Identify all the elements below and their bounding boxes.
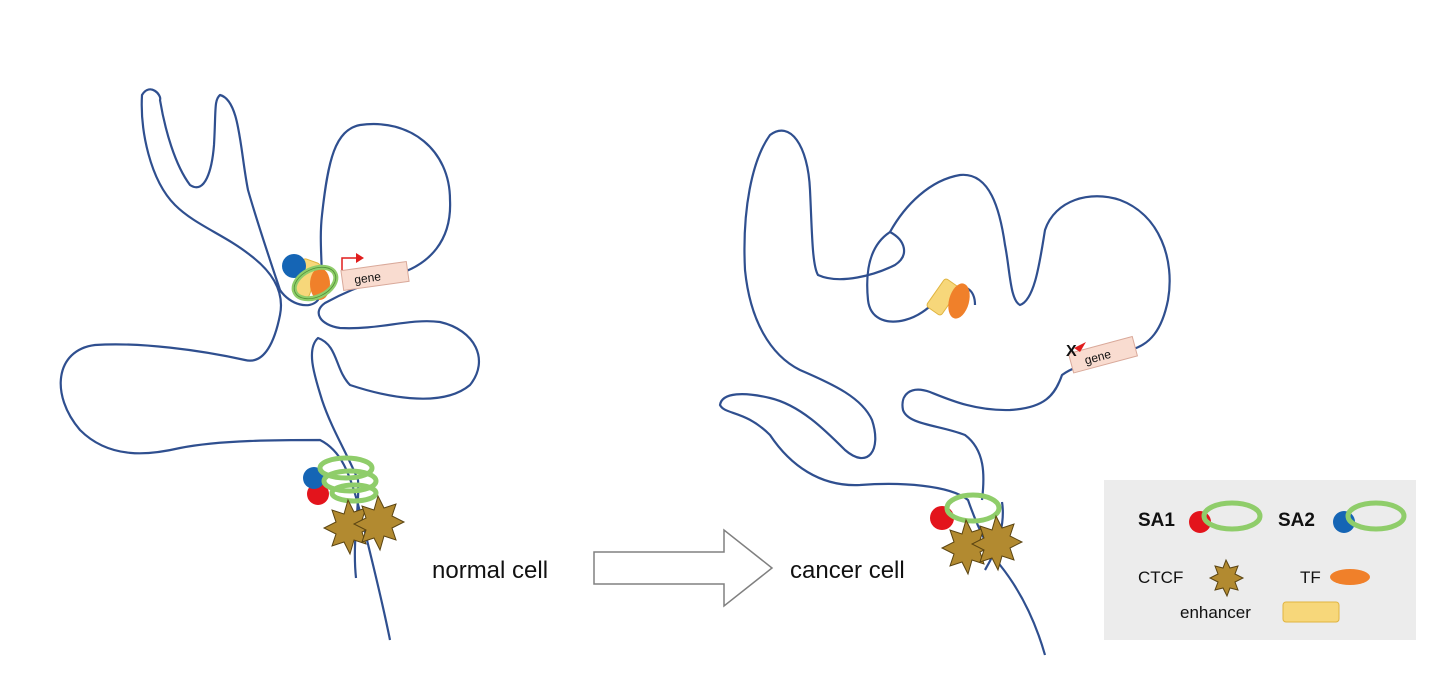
gene-cancer: gene X xyxy=(1066,335,1139,374)
normal-ctcf-anchor xyxy=(303,455,406,556)
tf-cancer xyxy=(948,283,970,319)
cancer-cell-label: cancer cell xyxy=(790,557,905,584)
gene-box-normal xyxy=(340,260,410,292)
sa2-blue-normal-top xyxy=(282,254,306,278)
legend-tf-label: TF xyxy=(1300,568,1321,587)
cohesin-ring-normal-1 xyxy=(317,455,375,481)
chromatin-fiber-normal-lower xyxy=(310,273,480,579)
ctcf-cancer-2 xyxy=(970,514,1024,572)
cohesin-ring-normal-2 xyxy=(321,468,379,494)
gene-box-cancer xyxy=(1067,335,1139,374)
ctcf-cancer-1 xyxy=(940,518,994,576)
promoter-arrow-cancer xyxy=(1074,342,1086,352)
transition-arrow xyxy=(593,528,774,608)
gene-label-cancer: gene xyxy=(1083,347,1113,368)
sa1-red-cancer xyxy=(930,506,954,530)
legend-sa2-ring xyxy=(1345,500,1407,532)
legend-sa1-ring xyxy=(1201,500,1263,532)
normal-cell-label: normal cell xyxy=(432,557,548,584)
gene-normal: gene xyxy=(340,260,410,292)
legend-panel: SA1 SA2 CTCF TF enhancer xyxy=(1104,480,1416,640)
chromatin-fiber-cancer xyxy=(718,129,1171,656)
normal-enhancer-contact: gene xyxy=(282,253,410,302)
normal-cell-diagram xyxy=(59,88,480,641)
chromatin-fiber-normal xyxy=(59,88,452,641)
ctcf-normal-2 xyxy=(352,494,406,552)
legend-ctcf-label: CTCF xyxy=(1138,568,1183,587)
gene-label-normal: gene xyxy=(353,269,382,287)
cancer-ctcf-anchor xyxy=(930,492,1024,576)
legend-sa2-label: SA2 xyxy=(1278,510,1315,531)
legend-tf-symbol xyxy=(1330,569,1370,585)
legend-enhancer-symbol xyxy=(1282,601,1340,623)
no-transcription-mark: X xyxy=(1066,343,1077,360)
cancer-cell-diagram xyxy=(718,129,1171,656)
legend-ctcf-symbol xyxy=(1208,558,1245,598)
cohesin-ring-cancer xyxy=(944,492,1002,524)
promoter-arrow-normal xyxy=(341,257,356,270)
legend-enhancer-label: enhancer xyxy=(1180,603,1251,622)
chromatin-fiber-cancer-lower xyxy=(901,348,1131,571)
ctcf-normal-1 xyxy=(322,498,376,556)
cancer-enhancer-free xyxy=(926,278,970,319)
cohesin-ring-normal-3 xyxy=(329,482,379,504)
legend-sa1-label: SA1 xyxy=(1138,510,1175,531)
